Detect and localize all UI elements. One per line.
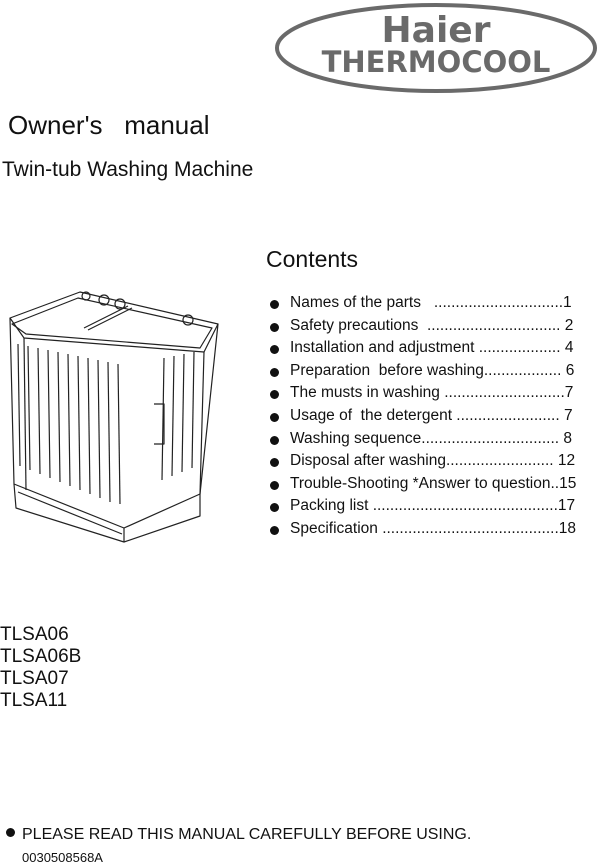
toc-item: Packing list ...........................… xyxy=(268,495,600,518)
toc-item: The musts in washing ...................… xyxy=(268,382,600,405)
toc-item: Disposal after washing..................… xyxy=(268,450,600,473)
bullet-icon xyxy=(270,480,279,490)
notice-text: PLEASE READ THIS MANUAL CAREFULLY BEFORE… xyxy=(22,826,472,843)
haier-thermocool-logo: Haier THERMOCOOL xyxy=(275,3,597,93)
toc-entry: Packing list ...........................… xyxy=(290,497,576,515)
bullet-icon xyxy=(270,322,279,332)
toc-item: Names of the parts .....................… xyxy=(268,292,600,315)
toc-item: Washing sequence........................… xyxy=(268,428,600,451)
toc-entry: Safety precautions .....................… xyxy=(290,316,574,334)
toc-entry: Washing sequence........................… xyxy=(290,429,572,447)
toc-entry: Names of the parts .....................… xyxy=(290,294,572,311)
bullet-icon xyxy=(270,458,279,468)
bullet-icon xyxy=(6,828,15,837)
toc-entry: Specification ..........................… xyxy=(290,519,576,537)
bullet-icon xyxy=(270,367,279,377)
logo-text-haier: Haier xyxy=(382,10,491,51)
document-code: 0030508568A xyxy=(22,850,103,865)
table-of-contents: Names of the parts .....................… xyxy=(268,292,600,541)
bullet-icon xyxy=(270,435,279,445)
toc-item: Installation and adjustment ............… xyxy=(268,337,600,360)
model-number: TLSA06 xyxy=(0,624,69,645)
bullet-icon xyxy=(270,412,279,422)
model-number: TLSA07 xyxy=(0,668,69,689)
bullet-icon xyxy=(270,525,279,535)
toc-entry: Installation and adjustment ............… xyxy=(290,339,574,357)
toc-item: Safety precautions .....................… xyxy=(268,315,600,338)
toc-entry: Disposal after washing..................… xyxy=(290,452,576,470)
toc-entry: Preparation before washing..............… xyxy=(290,361,575,379)
contents-heading: Contents xyxy=(266,246,359,272)
document-subtitle: Twin-tub Washing Machine xyxy=(2,158,254,181)
bullet-icon xyxy=(270,503,279,513)
logo-text-thermocool: THERMOCOOL xyxy=(322,45,551,79)
toc-item: Preparation before washing..............… xyxy=(268,360,600,383)
twin-tub-washing-machine-illustration xyxy=(9,291,219,543)
toc-item: Trouble-Shooting *Answer to question..15 xyxy=(268,473,600,496)
toc-entry: The musts in washing ...................… xyxy=(290,384,574,402)
model-number: TLSA11 xyxy=(0,690,68,711)
model-list: TLSA06 TLSA06B TLSA07 TLSA11 xyxy=(0,624,81,712)
toc-entry: Usage of the detergent .................… xyxy=(290,406,573,424)
toc-item: Usage of the detergent .................… xyxy=(268,405,600,428)
bullet-icon xyxy=(270,390,279,400)
read-manual-notice: PLEASE READ THIS MANUAL CAREFULLY BEFORE… xyxy=(6,826,471,844)
model-number: TLSA06B xyxy=(0,646,82,667)
bullet-icon xyxy=(270,345,279,355)
document-title: Owner's manual xyxy=(8,110,210,140)
toc-item: Specification ..........................… xyxy=(268,518,600,541)
bullet-icon xyxy=(270,300,279,309)
toc-entry: Trouble-Shooting *Answer to question..15 xyxy=(290,474,577,492)
